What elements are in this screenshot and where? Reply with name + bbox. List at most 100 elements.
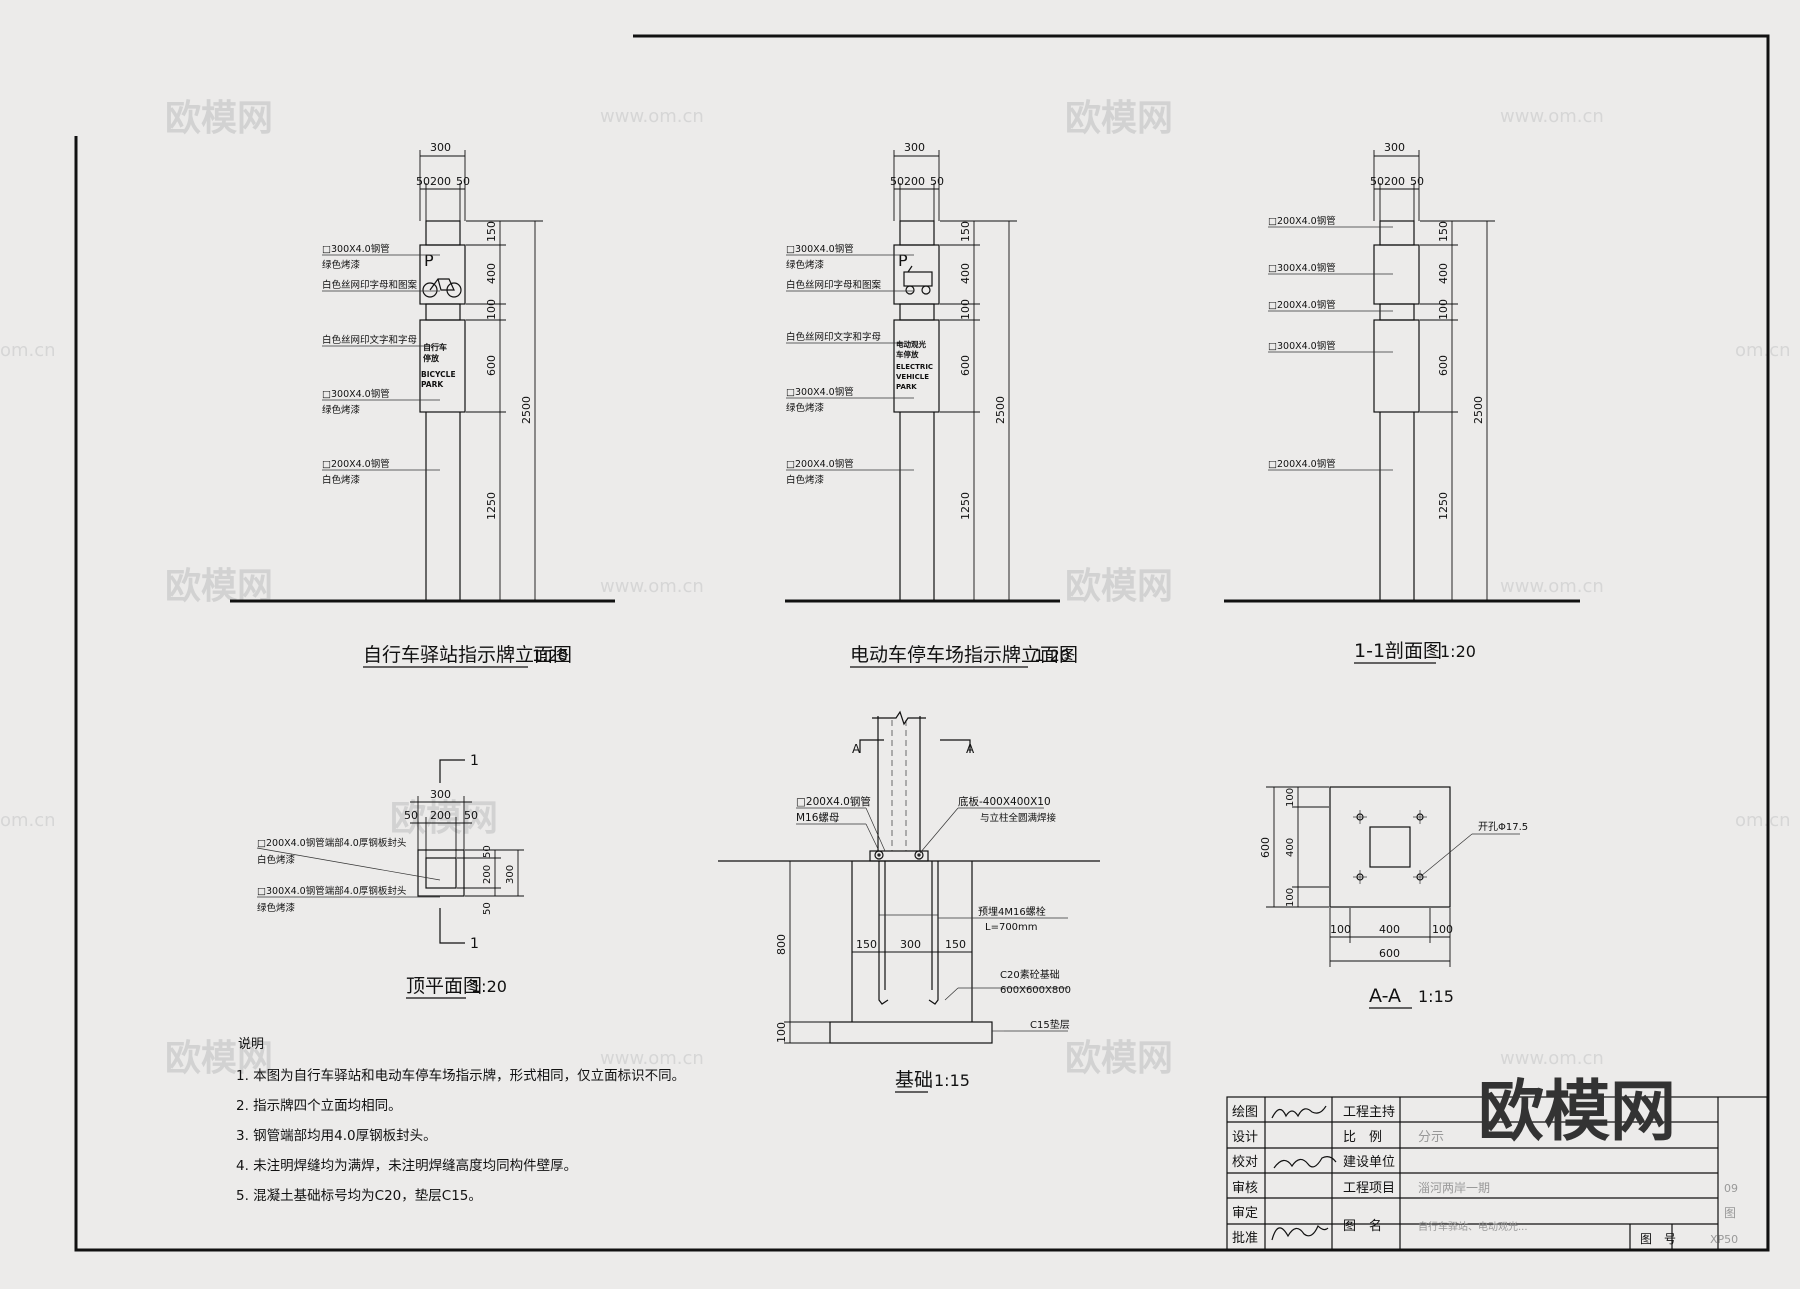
title-block: 绘图 设计 校对 审核 审定 批准 工程主持 比 例 建设单位 工程项目 图 名… — [1226, 1073, 1768, 1251]
dimension-label: 400 — [485, 263, 498, 284]
view-scale: 1:20 — [471, 977, 507, 996]
note-text: □300X4.0钢管 — [322, 243, 390, 255]
note-text: L=700mm — [985, 922, 1038, 933]
note-text: □200X4.0钢管 — [1268, 215, 1336, 227]
leader-notes: □200X4.0钢管 □300X4.0钢管 □200X4.0钢管 □300X4.… — [1268, 215, 1393, 471]
top-dimensions: 300 50 200 50 — [416, 141, 470, 221]
note-text: 白色烤漆 — [257, 854, 296, 866]
dimension-label: 100 — [1285, 888, 1296, 907]
dimension-label: 200 — [482, 865, 493, 884]
role-label: 审定 — [1232, 1206, 1258, 1221]
note-text: 600X600X800 — [1000, 985, 1071, 996]
foundation-dimensions: 150 300 150 800 100 — [775, 860, 972, 1044]
leader-notes: □300X4.0钢管 绿色烤漆 白色丝网印字母和图案 白色丝网印文字和字母 □3… — [786, 243, 914, 486]
bolt-hole-icon — [1353, 810, 1427, 884]
watermark-logo: 欧模网 — [165, 1038, 273, 1079]
drawing-frame — [74, 34, 1770, 1252]
view-title: 电动车停车场指示牌立面图 — [850, 644, 1078, 666]
note-text: □200X4.0钢管 — [322, 458, 390, 470]
dimension-label: 50 — [482, 902, 493, 915]
sign-line: PARK — [896, 383, 917, 391]
note-text: 白色丝网印字母和图案 — [322, 279, 418, 291]
dimension-label: 600 — [1437, 355, 1450, 376]
note-text: □200X4.0钢管 — [1268, 299, 1336, 311]
aa-base-plate-plan: 600 100 400 100 100 400 100 600 开孔Φ17.5 … — [1259, 786, 1528, 1009]
dimension-label: 150 — [1437, 221, 1450, 242]
dimension-label: 1250 — [485, 492, 498, 520]
section-mark: A — [966, 742, 975, 756]
dimension-label: 100 — [1437, 299, 1450, 320]
note-text: 白色烤漆 — [322, 474, 361, 486]
watermark-url: om.cn — [1735, 340, 1791, 361]
side-cell: 图 — [1724, 1206, 1736, 1220]
sign-line: 停放 — [423, 353, 440, 363]
dimension-label: 600 — [485, 355, 498, 376]
sign-line: ELECTRIC — [896, 363, 933, 371]
watermark-url: www.om.cn — [1500, 1048, 1604, 1069]
bicycle-sign-elevation: P 自行车 停放 BICYCLE PARK 300 50 200 50 — [230, 141, 615, 668]
role-label: 审核 — [1232, 1181, 1258, 1196]
note-text: 与立柱全圆满焊接 — [980, 812, 1057, 824]
sign-line: VEHICLE — [896, 373, 929, 381]
note-text: 底板-400X400X10 — [958, 795, 1051, 808]
dimension-label: 50 — [930, 175, 944, 188]
dimension-label: 150 — [485, 221, 498, 242]
dimension-label: 100 — [1432, 923, 1453, 936]
sign-line: BICYCLE — [421, 370, 456, 379]
note-text: 绿色烤漆 — [322, 259, 361, 271]
dimension-label: 100 — [485, 299, 498, 320]
dimension-label: 100 — [1330, 923, 1351, 936]
view-title: 自行车驿站指示牌立面图 — [363, 644, 572, 666]
dimension-label: 50 — [890, 175, 904, 188]
leader-notes: □300X4.0钢管 绿色烤漆 白色丝网印字母和图案 白色丝网印文字和字母 □3… — [322, 243, 440, 486]
field-label: 图 名 — [1343, 1218, 1382, 1234]
top-plan: 1 1 300 50 200 50 50 200 50 300 — [256, 753, 524, 999]
dimension-label: 1250 — [1437, 492, 1450, 520]
dimension-label: 100 — [959, 299, 972, 320]
note-text: □300X4.0钢管 — [1268, 340, 1336, 352]
role-label: 批准 — [1232, 1231, 1258, 1246]
note-text: 白色丝网印字母和图案 — [786, 279, 882, 291]
field-label: 工程主持 — [1343, 1105, 1395, 1120]
note-text: 绿色烤漆 — [257, 902, 296, 914]
dimension-label: 150 — [856, 938, 877, 951]
watermark-logo: 欧模网 — [390, 798, 498, 839]
dimension-label: 2500 — [1472, 396, 1485, 424]
role-label: 绘图 — [1232, 1105, 1258, 1120]
dimension-label: 50 — [1410, 175, 1424, 188]
view-scale: 1:20 — [1440, 642, 1476, 661]
top-dimensions: 300 50 200 50 — [404, 788, 478, 858]
sign-line: PARK — [421, 380, 444, 389]
watermark-url: www.om.cn — [600, 576, 704, 597]
section-mark: 1 — [470, 753, 479, 769]
note-item: 1. 本图为自行车驿站和电动车停车场指示牌，形式相同，仅立面标识不同。 — [236, 1067, 685, 1084]
watermark-url: om.cn — [0, 340, 56, 361]
dimension-label: 1250 — [959, 492, 972, 520]
parking-letter: P — [898, 251, 908, 270]
note-text: □300X4.0钢管端部4.0厚钢板封头 — [257, 885, 406, 897]
sign-line: 自行车 — [423, 342, 447, 352]
note-text: 绿色烤漆 — [322, 404, 361, 416]
drawing-no: XP50 — [1710, 1233, 1738, 1246]
watermark-logo: 欧模网 — [1065, 1038, 1173, 1079]
section-mark: 1 — [470, 936, 479, 952]
watermark-logo: 欧模网 — [1065, 566, 1173, 607]
watermark-url: www.om.cn — [1500, 106, 1604, 127]
top-dimensions: 300 50 200 50 — [890, 141, 944, 221]
parking-letter: P — [424, 251, 434, 270]
note-text: □200X4.0钢管 — [786, 458, 854, 470]
signature-icon — [1271, 1105, 1337, 1241]
watermark-url: om.cn — [0, 810, 56, 831]
bicycle-icon — [422, 278, 462, 298]
dimension-label: 600 — [959, 355, 972, 376]
view-title: 1-1剖面图 — [1354, 640, 1442, 662]
field-label: 建设单位 — [1343, 1155, 1395, 1170]
note-text: 白色丝网印文字和字母 — [786, 331, 881, 343]
dimension-label: 150 — [945, 938, 966, 951]
dimension-label: 50 — [456, 175, 470, 188]
foundation-section: A A 150 300 150 800 100 — [718, 710, 1100, 1093]
dimension-label: 300 — [900, 938, 921, 951]
note-text: 绿色烤漆 — [786, 402, 825, 414]
watermark-url: www.om.cn — [1500, 576, 1604, 597]
